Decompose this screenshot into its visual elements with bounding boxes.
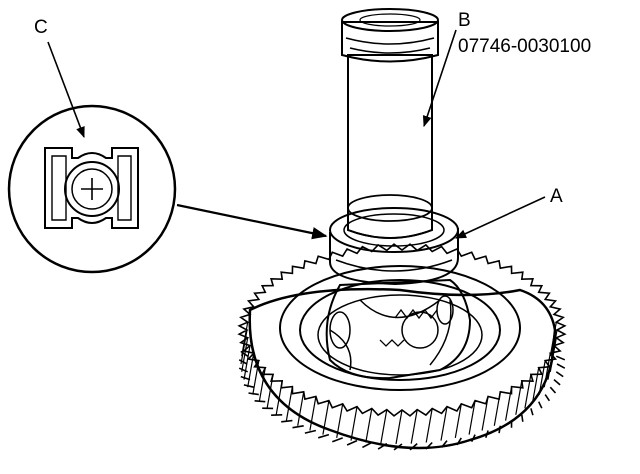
detail-magnifier: [7, 104, 177, 274]
callout-b-leader: [422, 29, 457, 128]
callout-b-part-number: 07746-0030100: [458, 36, 591, 57]
magnifier-pointer-arrow: [176, 203, 328, 240]
differential-cage: [325, 278, 472, 380]
callout-c-leader: [47, 41, 85, 139]
callout-a-leader: [454, 196, 546, 239]
callout-b: B: [458, 10, 471, 31]
gear-assembly: [237, 243, 567, 451]
callout-c: C: [34, 17, 48, 38]
leader-lines: [47, 29, 546, 240]
special-tool-shaft: [341, 8, 439, 239]
callout-a: A: [550, 186, 563, 207]
gear-teeth-outer: [237, 243, 567, 451]
